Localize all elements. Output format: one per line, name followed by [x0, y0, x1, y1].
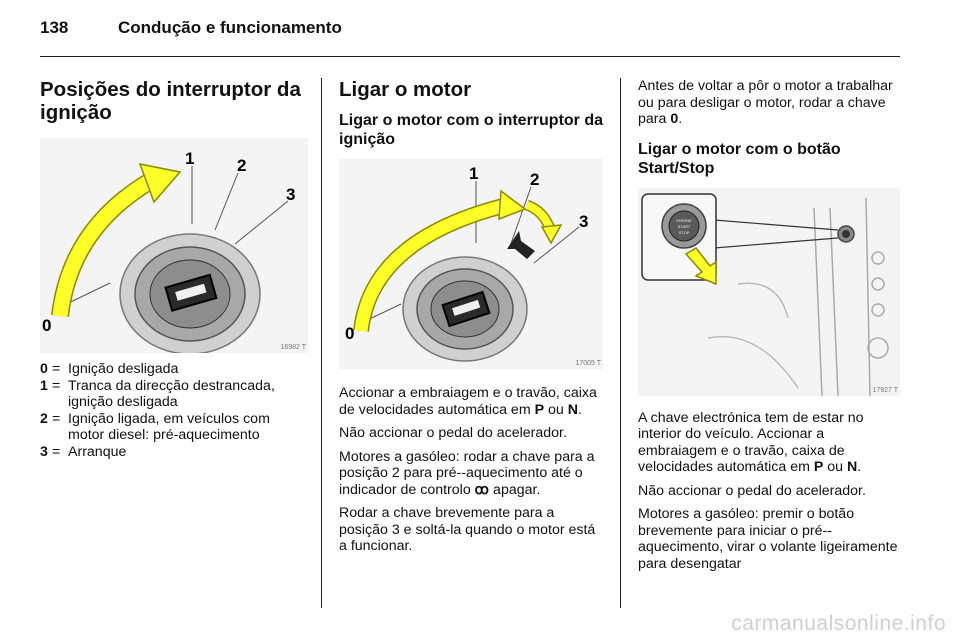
legend-row: 2 = Ignição ligada, em veículos com moto…: [40, 410, 270, 444]
paragraph: Accionar a embraiagem e o travão, caixa …: [339, 385, 597, 418]
paragraph: Motores a gasóleo: rodar a chave para a …: [339, 448, 595, 498]
figure-label-0: 0: [42, 316, 51, 335]
figure-code: 17927 T: [872, 386, 898, 394]
subsection-heading: Ligar o motor com o interruptor da igniç…: [339, 112, 604, 148]
paragraph: Não accionar o pedal do acelerador.: [339, 425, 567, 441]
column-start-stop: Antes de voltar a pôr o motor a trabalha…: [638, 78, 904, 579]
section-heading: Ligar o motor: [339, 78, 472, 101]
page-section-title: Condução e funcionamento: [118, 18, 342, 37]
start-stop-button-figure: ENGINE START STOP 17927 T: [638, 187, 900, 396]
svg-text:START: START: [678, 224, 691, 229]
figure-code: 16982 T: [280, 344, 306, 351]
paragraph: Rodar a chave brevemente para a posição …: [339, 505, 596, 554]
page-header: 138 Condução e funcionamento: [40, 18, 342, 42]
watermark: carmanualsonline.info: [731, 612, 946, 635]
ignition-switch-figure: 1 2 3 0 16982 T: [40, 138, 308, 353]
header-rule: [40, 56, 900, 57]
section-heading: Posições do interruptor da ignição: [40, 78, 301, 124]
figure-label-3: 3: [286, 185, 295, 204]
start-stop-illustration: [638, 187, 900, 396]
button-text-overlay: ENGINE START STOP: [676, 218, 692, 235]
paragraph: Motores a gasóleo: premir o botão brevem…: [638, 506, 898, 572]
paragraph: Antes de voltar a pôr o motor a trabalha…: [638, 78, 893, 127]
subsection-heading: Ligar o motor com o botão Start/Stop: [638, 140, 841, 177]
figure-labels: 1 2 3 0: [345, 164, 588, 343]
paragraph: A chave electrónica tem de estar no inte…: [638, 409, 864, 476]
figure-label-1: 1: [469, 164, 478, 183]
svg-text:ENGINE: ENGINE: [676, 218, 692, 223]
figure-label-2: 2: [530, 170, 539, 189]
column-start-engine: Ligar o motor Ligar o motor com o interr…: [339, 78, 605, 562]
page-number: 138: [40, 18, 69, 37]
ignition-key-turn-illustration: [339, 159, 603, 369]
preheat-indicator-icon: ꝏ: [474, 481, 490, 498]
figure-label-0: 0: [345, 324, 354, 343]
column-divider: [321, 78, 322, 608]
column-divider: [620, 78, 621, 608]
figure-label-3: 3: [579, 212, 588, 231]
ignition-switch-illustration: [40, 138, 308, 353]
column-ignition-positions: Posições do interruptor da ignição 1 2 3…: [40, 78, 308, 460]
figure-label-1: 1: [185, 149, 194, 168]
position-legend: 0 = Ignição desligada 1 = Tranca da dire…: [40, 361, 308, 460]
figure-label-2: 2: [237, 156, 246, 175]
legend-row: 0 = Ignição desligada: [40, 361, 179, 377]
legend-row: 3 = Arranque: [40, 443, 127, 460]
legend-row: 1 = Tranca da direcção destrancada, igni…: [40, 377, 275, 411]
svg-text:STOP: STOP: [679, 230, 690, 235]
paragraph: Não accionar o pedal do acelerador.: [638, 482, 866, 499]
figure-code: 17005 T: [575, 360, 601, 367]
ignition-key-turn-figure: 1 2 3 0 17005 T: [339, 159, 603, 369]
figure-labels: 1 2 3 0: [42, 149, 295, 335]
